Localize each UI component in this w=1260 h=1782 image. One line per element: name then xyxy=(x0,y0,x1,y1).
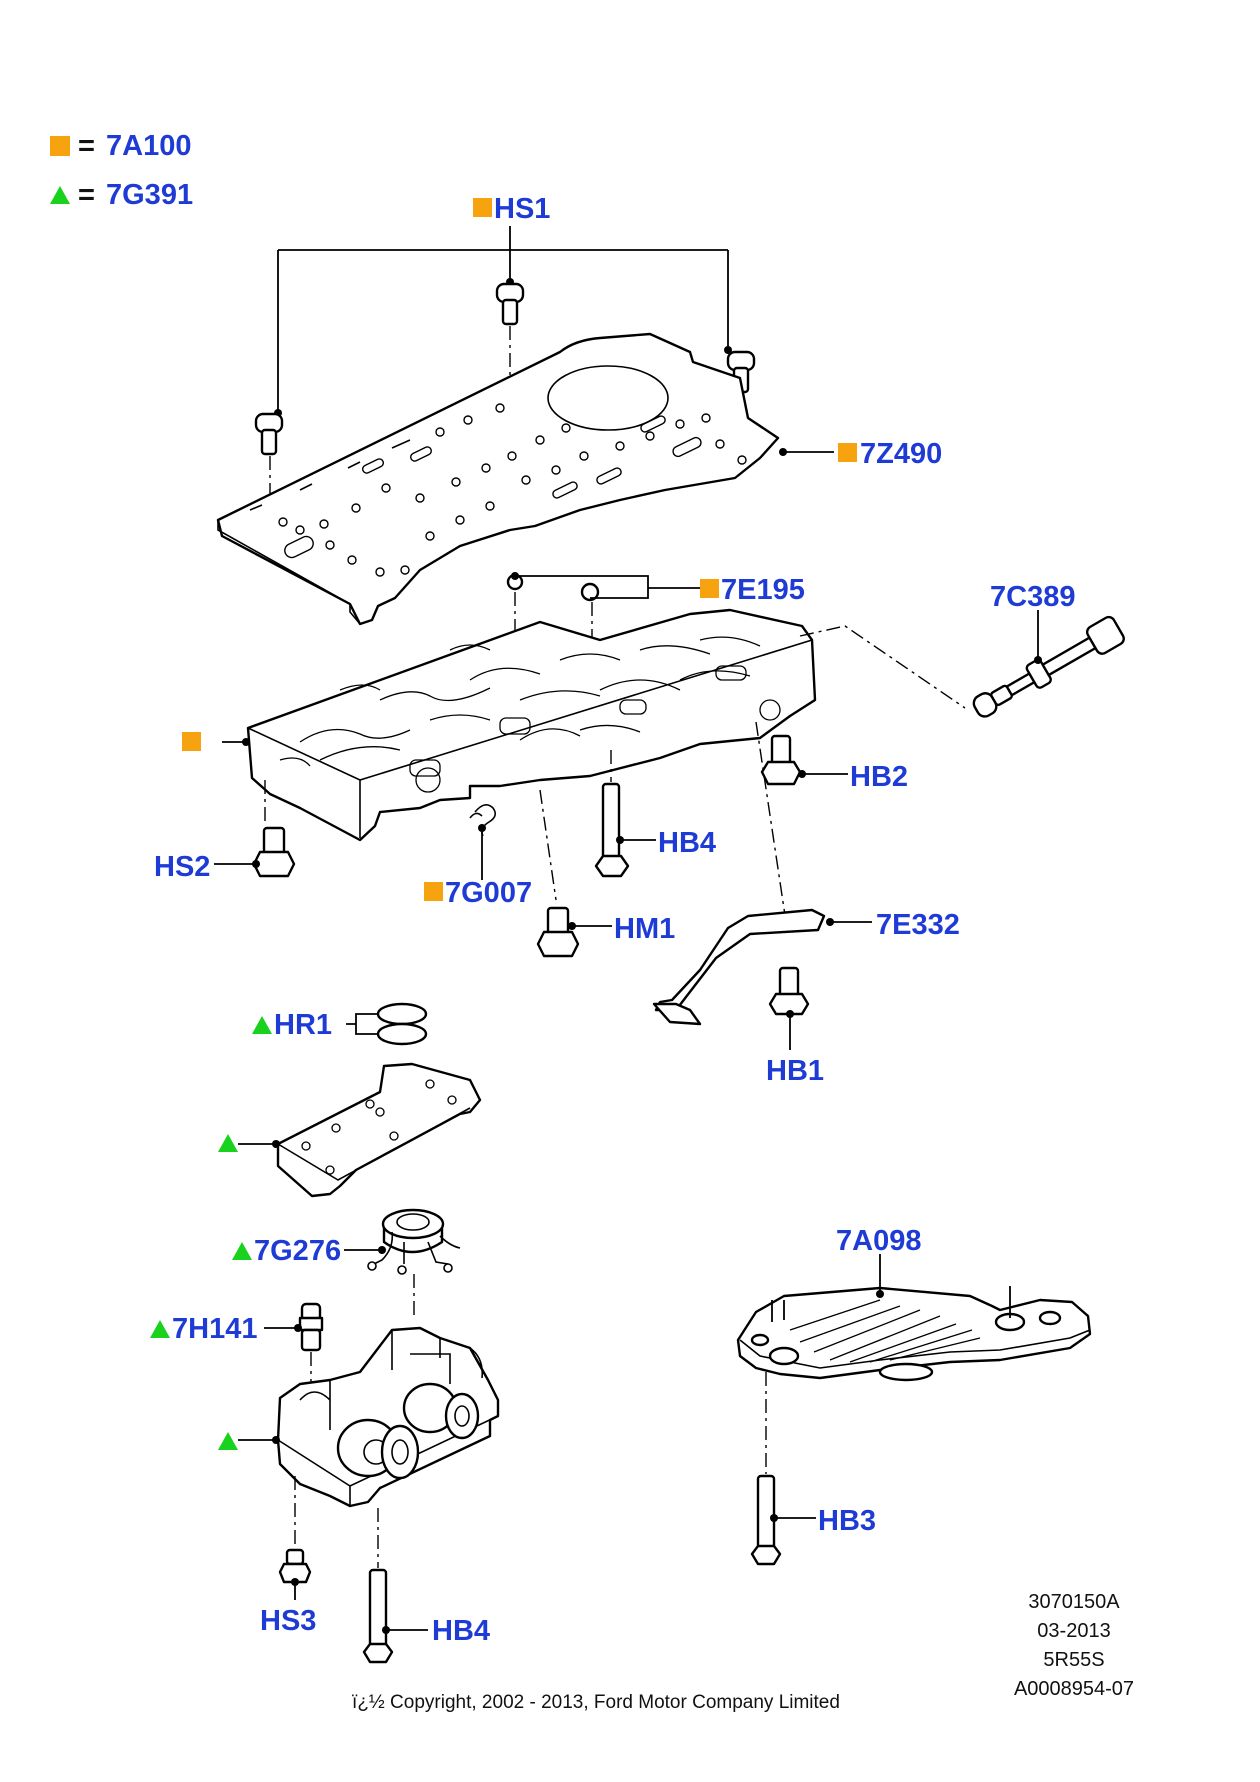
meta-model: 5R55S xyxy=(1043,1649,1104,1671)
o-rings-hr1: HR1 xyxy=(252,1002,428,1046)
bolt-hm1: HM1 xyxy=(536,789,675,958)
bolt-hb4-lower: HB4 xyxy=(362,1508,490,1664)
check-balls-7e195: 7E195 xyxy=(506,572,805,650)
callout-hs2: HS2 xyxy=(154,851,210,883)
legend-square-equals: = xyxy=(78,130,95,162)
legend-square-label: 7A100 xyxy=(106,130,191,162)
callout-hb4-upper: HB4 xyxy=(658,827,716,859)
cover-plate-triangle-marker xyxy=(218,1134,238,1152)
meta-date: 03-2013 xyxy=(1037,1620,1110,1642)
solenoid-cover-plate xyxy=(218,1062,482,1198)
callout-7e195: 7E195 xyxy=(721,574,805,606)
callout-hr1: HR1 xyxy=(274,1009,332,1041)
meta-document-id: A0008954-07 xyxy=(1014,1678,1134,1700)
bolt-hb2: HB2 xyxy=(760,734,908,793)
meta-illustration-number: 3070150A xyxy=(1028,1591,1120,1613)
screw-hs1-left xyxy=(254,412,284,520)
bolt-hb1: HB1 xyxy=(766,966,824,1087)
callout-7g007: 7G007 xyxy=(445,877,532,909)
valve-body-square-marker xyxy=(182,732,201,751)
legend-square-marker xyxy=(50,136,70,156)
copyright-notice: ï¿½ Copyright, 2002 - 2013, Ford Motor C… xyxy=(352,1692,840,1713)
callout-hs3: HS3 xyxy=(260,1605,316,1637)
manual-valve-7c389: 7C389 xyxy=(799,581,1125,718)
solenoid-body-assembly xyxy=(218,1326,500,1508)
callout-hm1: HM1 xyxy=(614,913,675,945)
bolt-hb4-upper: HB4 xyxy=(594,750,716,878)
7g276-triangle-marker xyxy=(232,1242,252,1260)
solenoid-7g276: 7G276 xyxy=(232,1208,461,1318)
callout-hb2: HB2 xyxy=(850,761,908,793)
callout-hs1: HS1 xyxy=(494,193,550,225)
7g007-square-marker xyxy=(424,882,443,901)
callout-7a098: 7A098 xyxy=(836,1225,921,1257)
callout-7e332: 7E332 xyxy=(876,909,960,941)
callout-hb3: HB3 xyxy=(818,1505,876,1537)
callout-hb4-lower: HB4 xyxy=(432,1615,490,1647)
bolt-hs2: HS2 xyxy=(154,780,296,883)
7e195-square-marker xyxy=(700,579,719,598)
callout-hb1: HB1 xyxy=(766,1055,824,1087)
7z490-square-marker xyxy=(838,443,857,462)
main-valve-body xyxy=(182,608,817,842)
legend-triangle-label: 7G391 xyxy=(106,179,193,211)
hr1-triangle-marker xyxy=(252,1016,272,1034)
callout-7z490: 7Z490 xyxy=(860,438,942,470)
bolt-hb3: HB3 xyxy=(750,1372,876,1566)
oil-filter-7a098: 7A098 xyxy=(736,1225,1092,1382)
callout-7c389: 7C389 xyxy=(990,581,1075,613)
solenoid-body-triangle-marker xyxy=(218,1432,238,1450)
clip-7g007: 7G007 xyxy=(424,804,532,909)
separator-plate-7z490: 7Z490 xyxy=(216,332,942,626)
filter-7h141: 7H141 xyxy=(150,1302,324,1420)
drawing-meta-block: 3070150A 03-2013 5R55S A0008954-07 xyxy=(1014,1591,1134,1700)
callout-7g276: 7G276 xyxy=(254,1235,341,1267)
hs1-square-marker xyxy=(473,198,492,217)
legend-triangle-marker xyxy=(50,186,70,204)
detent-spring-7e332: 7E332 xyxy=(652,721,960,1026)
callout-7h141: 7H141 xyxy=(172,1313,257,1345)
screw-hs1-center xyxy=(495,282,525,380)
legend-triangle-equals: = xyxy=(78,179,95,211)
bolt-hs3: HS3 xyxy=(260,1476,316,1637)
7h141-triangle-marker xyxy=(150,1320,170,1338)
legend: = 7A100 = 7G391 xyxy=(50,130,193,211)
